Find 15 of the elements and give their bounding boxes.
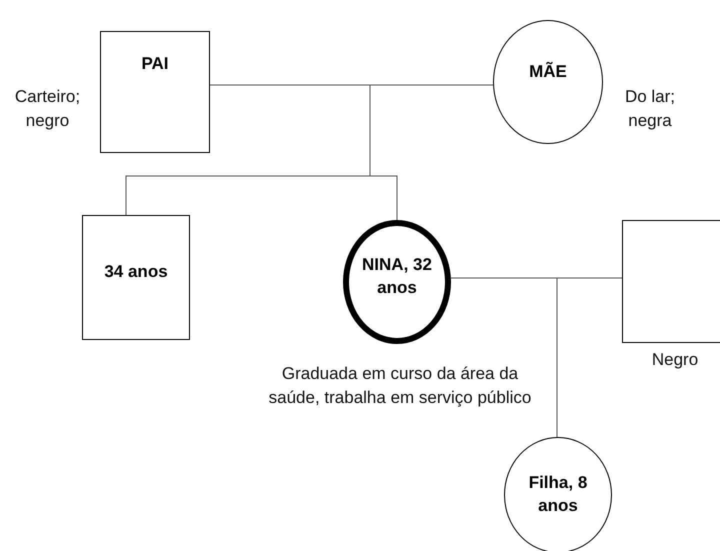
person-label: 34 anos [104,261,168,284]
female-circle [493,20,603,144]
person-label: NINA, 32 anos [361,254,433,299]
male-square [100,31,210,153]
person-note: Graduada em curso da área da saúde, trabalha em serviço público [268,363,532,409]
person-label: Filha, 8 anos [528,472,588,517]
person-label: MÃE [529,60,567,83]
child-line [556,278,622,438]
male-square [82,215,190,340]
person-note: Carteiro; negro [14,86,82,132]
person-note: Negro [650,349,700,371]
child-line [370,84,494,220]
person-label: PAI [141,52,169,75]
person-note: Do lar; negra [624,86,676,132]
female-circle [343,220,451,344]
